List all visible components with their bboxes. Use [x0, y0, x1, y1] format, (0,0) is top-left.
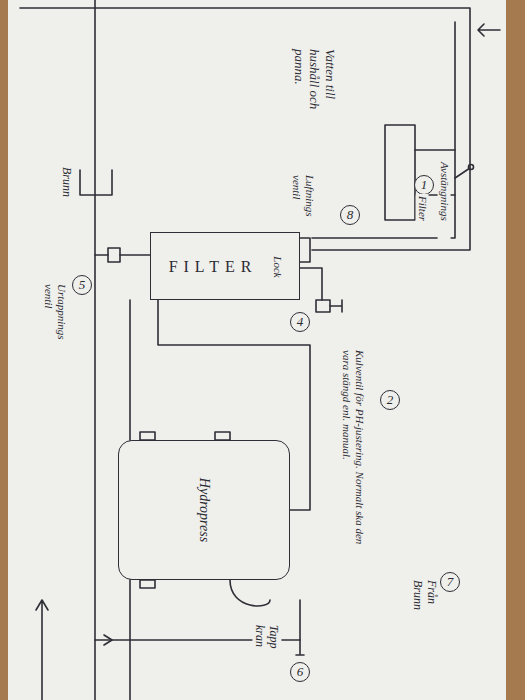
note-label: Tapp kran: [253, 623, 282, 657]
tank-label: Hydropress: [196, 478, 212, 542]
note-label: Vatten till hushåll och panna.: [292, 47, 339, 137]
drain-pipe: [95, 254, 150, 256]
callout-text: 8: [347, 207, 354, 223]
callout-text: 1: [421, 177, 428, 193]
tank-port: [140, 432, 155, 440]
callout-text: 5: [79, 277, 86, 293]
flow-arrow: [478, 24, 500, 36]
valve-handle: [455, 168, 470, 178]
valve-handle: [330, 300, 342, 312]
callout-number: 4: [290, 312, 310, 332]
outlet-pipe: [20, 8, 470, 250]
wall-line: [94, 0, 96, 700]
callout-text: 6: [297, 664, 304, 680]
small-filter: [385, 125, 415, 220]
pipe-line: [300, 268, 322, 300]
tank-box: Hydropress: [118, 440, 290, 580]
callout-number: 7: [440, 572, 460, 592]
flow-arrow: [104, 635, 112, 645]
drain-valve: [108, 248, 120, 262]
tap-symbol: [296, 640, 304, 655]
filter-box: FILTER Lock: [150, 232, 300, 300]
note-label: Urtappnings ventil: [42, 282, 68, 354]
note-label: Filter: [415, 194, 428, 234]
callout-number: 6: [290, 662, 310, 682]
tank-port: [215, 432, 230, 440]
filter-title: FILTER: [169, 258, 258, 276]
callout-number: 1: [414, 175, 434, 195]
callout-number: 8: [340, 205, 360, 225]
callout-number: 5: [72, 275, 92, 295]
callout-number: 2: [380, 390, 400, 410]
callout-text: 4: [297, 314, 304, 330]
note-label: Brunn: [60, 165, 74, 205]
flow-arrow: [36, 600, 48, 700]
callout-text: 7: [447, 574, 454, 590]
well-symbol: [80, 170, 112, 195]
note-label: Kulventil för PH-justering. Normalt ska …: [340, 348, 366, 568]
hose: [230, 580, 270, 606]
note-label: Luftnings ventil: [290, 173, 316, 231]
note-label: Från Brunn: [411, 578, 440, 618]
valve-knob: [469, 165, 474, 170]
lid-label: Lock: [272, 256, 284, 277]
note-label: Avstängnings: [437, 160, 450, 240]
tank-port: [140, 580, 155, 588]
callout-text: 2: [387, 392, 394, 408]
ball-valve: [316, 300, 330, 312]
